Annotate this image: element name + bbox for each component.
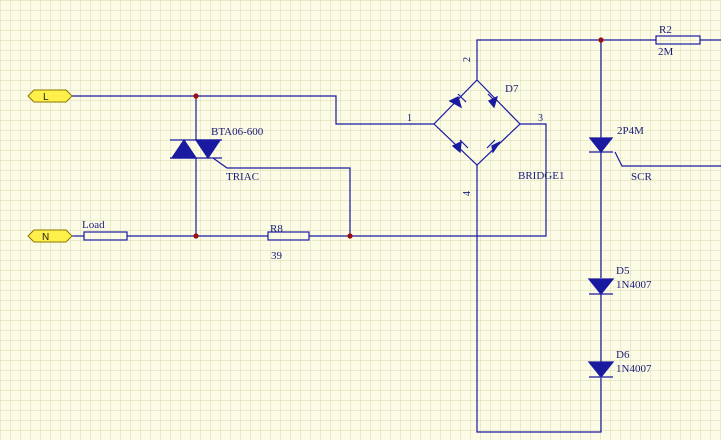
- r2-resistor[interactable]: R2 2M: [655, 24, 701, 58]
- wire-bridge-top: [476, 39, 656, 80]
- port-line-label: L: [43, 92, 49, 103]
- d5-part: 1N4007: [616, 279, 652, 291]
- load-resistor[interactable]: Load: [82, 219, 128, 241]
- bridge-pin-2: 2: [462, 57, 473, 62]
- bridge-pin-1: 1: [407, 113, 412, 124]
- scr-part: 2P4M: [617, 125, 644, 137]
- r8-ref: R8: [270, 223, 283, 235]
- r8-resistor[interactable]: R8 39: [267, 223, 310, 262]
- r2-value: 2M: [658, 46, 674, 58]
- junction-dot: [598, 37, 604, 43]
- bridge-rectifier[interactable]: D7 BRIDGE1 1 2 3 4: [407, 57, 564, 196]
- bridge-ref: BRIDGE1: [518, 170, 564, 182]
- wire-line-to-bridge: [72, 95, 434, 125]
- r2-ref: R2: [659, 24, 672, 36]
- triac-label: TRIAC: [226, 171, 259, 183]
- wire-scr-gate: [614, 151, 721, 167]
- bridge-pin-3: 3: [538, 113, 543, 124]
- junction-dot: [347, 233, 353, 239]
- wire-d6-to-return: [476, 165, 602, 433]
- wire-triac-gate: [212, 157, 351, 236]
- port-line[interactable]: L: [27, 89, 73, 103]
- wire-r8-to-bridge: [309, 123, 547, 237]
- bridge-diode-label: D7: [505, 83, 519, 95]
- d6-diode[interactable]: D6 1N4007: [587, 349, 652, 379]
- scr[interactable]: 2P4M SCR: [588, 125, 652, 183]
- d6-ref: D6: [616, 349, 630, 361]
- d5-ref: D5: [616, 265, 630, 277]
- bridge-pin-4: 4: [462, 191, 473, 196]
- scr-label: SCR: [631, 171, 652, 183]
- d6-part: 1N4007: [616, 363, 652, 375]
- port-neutral[interactable]: N: [27, 229, 73, 243]
- junction-dot: [193, 93, 199, 99]
- load-label: Load: [82, 219, 105, 231]
- junction-dot: [193, 233, 199, 239]
- triac-part: BTA06-600: [211, 126, 264, 138]
- d5-diode[interactable]: D5 1N4007: [587, 265, 652, 296]
- junctions: [193, 37, 604, 239]
- port-neutral-label: N: [42, 232, 49, 243]
- r8-value: 39: [271, 250, 283, 262]
- triac[interactable]: BTA06-600 TRIAC: [170, 126, 264, 183]
